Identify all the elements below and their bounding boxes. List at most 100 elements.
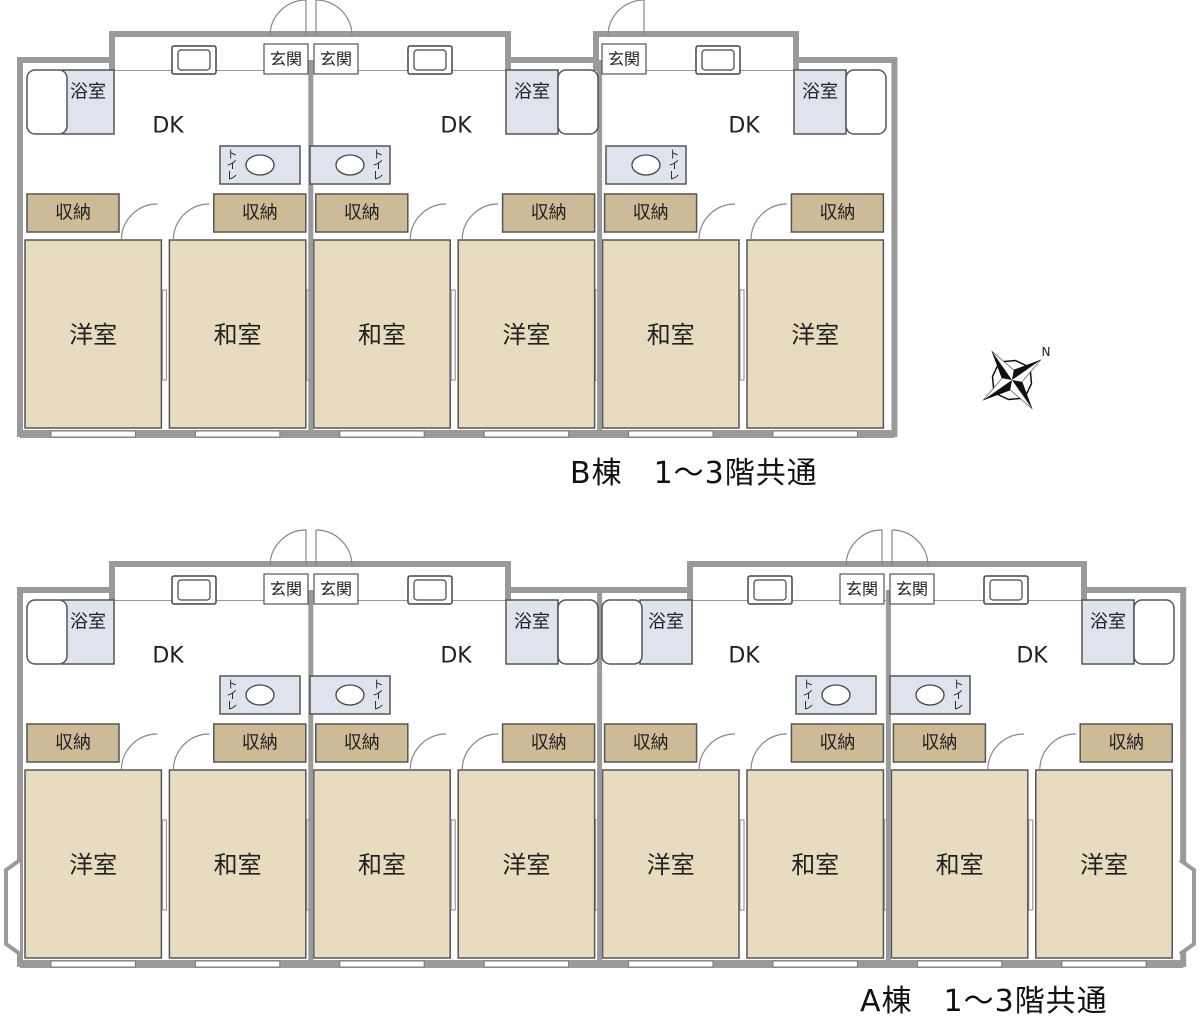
toilet-icon — [631, 154, 661, 176]
room-label: 洋室 — [791, 321, 839, 349]
storage-box — [603, 723, 698, 763]
storage-label: 収納 — [633, 203, 669, 224]
entrance-floor — [601, 43, 647, 75]
toilet-icon — [915, 684, 945, 706]
bay-window-right — [1178, 858, 1196, 956]
room-label: 洋室 — [647, 851, 695, 879]
storage-label: 収納 — [819, 733, 855, 754]
sliding-door — [450, 819, 456, 911]
toilet-label-char: レ — [373, 699, 384, 712]
toilet-label-char: イ — [669, 159, 680, 172]
room-label: 和室 — [791, 851, 839, 879]
toilet-floor — [795, 675, 877, 715]
storage: 収納 — [603, 723, 698, 763]
sliding-door — [739, 819, 745, 911]
storage-box — [1079, 723, 1173, 763]
room-floor — [601, 769, 740, 959]
toilet: トイレ — [309, 145, 391, 185]
bathroom-floor — [61, 599, 115, 665]
toilet-label: トイレ — [227, 148, 238, 182]
bathtub-icon — [26, 69, 68, 135]
entrance-floor — [889, 573, 935, 605]
door-arc — [120, 203, 158, 241]
room-label: 洋室 — [69, 321, 117, 349]
storage: 収納 — [790, 723, 885, 763]
door-arc — [698, 203, 736, 241]
bathroom: 浴室 — [601, 599, 693, 665]
room-label: 和室 — [214, 321, 262, 349]
bathroom-label: 浴室 — [1090, 612, 1126, 633]
sliding-door — [161, 289, 167, 381]
storage: 収納 — [26, 193, 120, 233]
toilet: トイレ — [219, 675, 301, 715]
entrance-floor — [839, 573, 885, 605]
window — [628, 430, 714, 438]
storage-label: 収納 — [242, 203, 278, 224]
door-arc — [409, 203, 447, 241]
window — [483, 430, 570, 438]
entrance: 玄関 — [601, 0, 647, 75]
dk-label: DK — [728, 114, 760, 139]
door-arc — [987, 733, 1024, 771]
toilet-label-char: イ — [803, 689, 814, 702]
sliding-door — [1028, 819, 1034, 911]
room-western: 洋室 収納 — [746, 193, 885, 438]
window — [483, 960, 570, 968]
storage-label: 収納 — [55, 203, 91, 224]
entrance-floor — [263, 573, 309, 605]
toilet-label-char: レ — [669, 169, 680, 182]
building-b: 洋室収納和室収納和室収納洋室収納和室収納洋室収納DK浴室トイレ玄関DK浴室トイレ… — [17, 0, 898, 438]
toilet-label: トイレ — [373, 678, 384, 712]
storage-label: 収納 — [819, 203, 855, 224]
sink-basin — [413, 579, 447, 601]
storage: 収納 — [213, 723, 307, 763]
window — [339, 430, 425, 438]
storage-box — [501, 193, 596, 233]
bay-window-left — [3, 858, 22, 956]
toilet-label-char: ト — [953, 678, 964, 691]
entrance: 玄関 — [263, 0, 309, 75]
window — [194, 960, 281, 968]
entrance-label: 玄関 — [320, 580, 352, 599]
room-label: 和室 — [214, 851, 262, 879]
storage-label: 収納 — [55, 733, 91, 754]
toilet-label-char: ト — [373, 148, 384, 161]
room-western: 洋室 収納 — [601, 723, 740, 968]
room-floor — [746, 239, 885, 429]
toilet-icon — [335, 154, 365, 176]
door-arc — [750, 733, 788, 771]
building-a: 洋室収納和室収納和室収納洋室収納洋室収納和室収納和室収納洋室収納DK浴室トイレ玄… — [17, 529, 1187, 968]
door-arc — [172, 203, 210, 241]
toilet-label-char: ト — [227, 148, 238, 161]
sink-basin — [413, 49, 447, 71]
bathroom-label: 浴室 — [70, 82, 106, 103]
toilet-icon — [245, 154, 275, 176]
window — [1061, 960, 1147, 968]
sink-basin — [177, 579, 211, 601]
door-arc — [750, 203, 788, 241]
room-label: 洋室 — [502, 851, 550, 879]
room-floor — [890, 769, 1029, 959]
storage-box — [26, 723, 120, 763]
storage-label: 収納 — [531, 203, 567, 224]
entrance-door-arc — [891, 529, 929, 567]
storage-box — [892, 723, 987, 763]
entrance-door-arc — [315, 0, 353, 37]
bathroom-floor — [61, 69, 115, 135]
entrance-label: 玄関 — [270, 580, 302, 599]
entrance: 玄関 — [313, 529, 359, 605]
room-floor — [1035, 769, 1173, 959]
storage-box — [315, 723, 409, 763]
room-label: 洋室 — [502, 321, 550, 349]
entrance-floor — [313, 43, 359, 75]
toilet-label-char: レ — [953, 699, 964, 712]
dk-label: DK — [152, 644, 184, 669]
entrance: 玄関 — [889, 529, 935, 605]
room-floor — [168, 769, 307, 959]
door-arc — [120, 733, 158, 771]
